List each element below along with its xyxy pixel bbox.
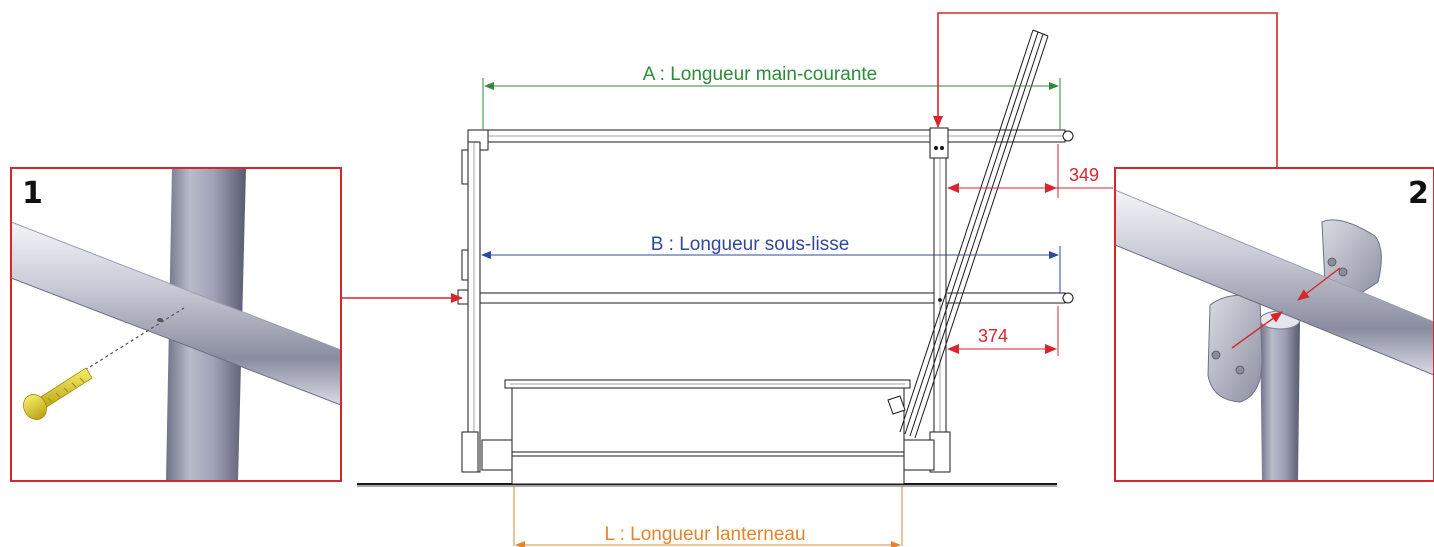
detail-1-number: 1 — [22, 176, 43, 211]
detail-panel-2: 2 — [1114, 167, 1434, 482]
mid-rail — [465, 292, 1066, 304]
callout-leaders — [341, 12, 1278, 303]
dimension-349: 349 — [947, 144, 1113, 198]
clamp-icon — [1207, 219, 1382, 403]
dimension-349-label: 349 — [1069, 165, 1099, 185]
dimension-a-label: A : Longueur main-courante — [643, 64, 878, 85]
dimension-a: A : Longueur main-courante — [482, 64, 1061, 130]
dimension-b: B : Longueur sous-lisse — [481, 234, 1061, 293]
dimension-l-label: L : Longueur lanterneau — [604, 524, 805, 545]
dimension-374-label: 374 — [978, 326, 1008, 346]
dimension-374: 374 — [947, 306, 1059, 356]
clamp-block — [929, 127, 949, 159]
dimension-l: L : Longueur lanterneau — [513, 486, 903, 547]
dimension-b-label: B : Longueur sous-lisse — [651, 234, 850, 255]
detail-2-number: 2 — [1408, 176, 1429, 211]
detail-panel-1: 1 — [10, 167, 342, 482]
opened-lid — [899, 29, 1049, 439]
bolt-icon — [23, 367, 93, 420]
guardrail-elevation — [357, 29, 1074, 487]
